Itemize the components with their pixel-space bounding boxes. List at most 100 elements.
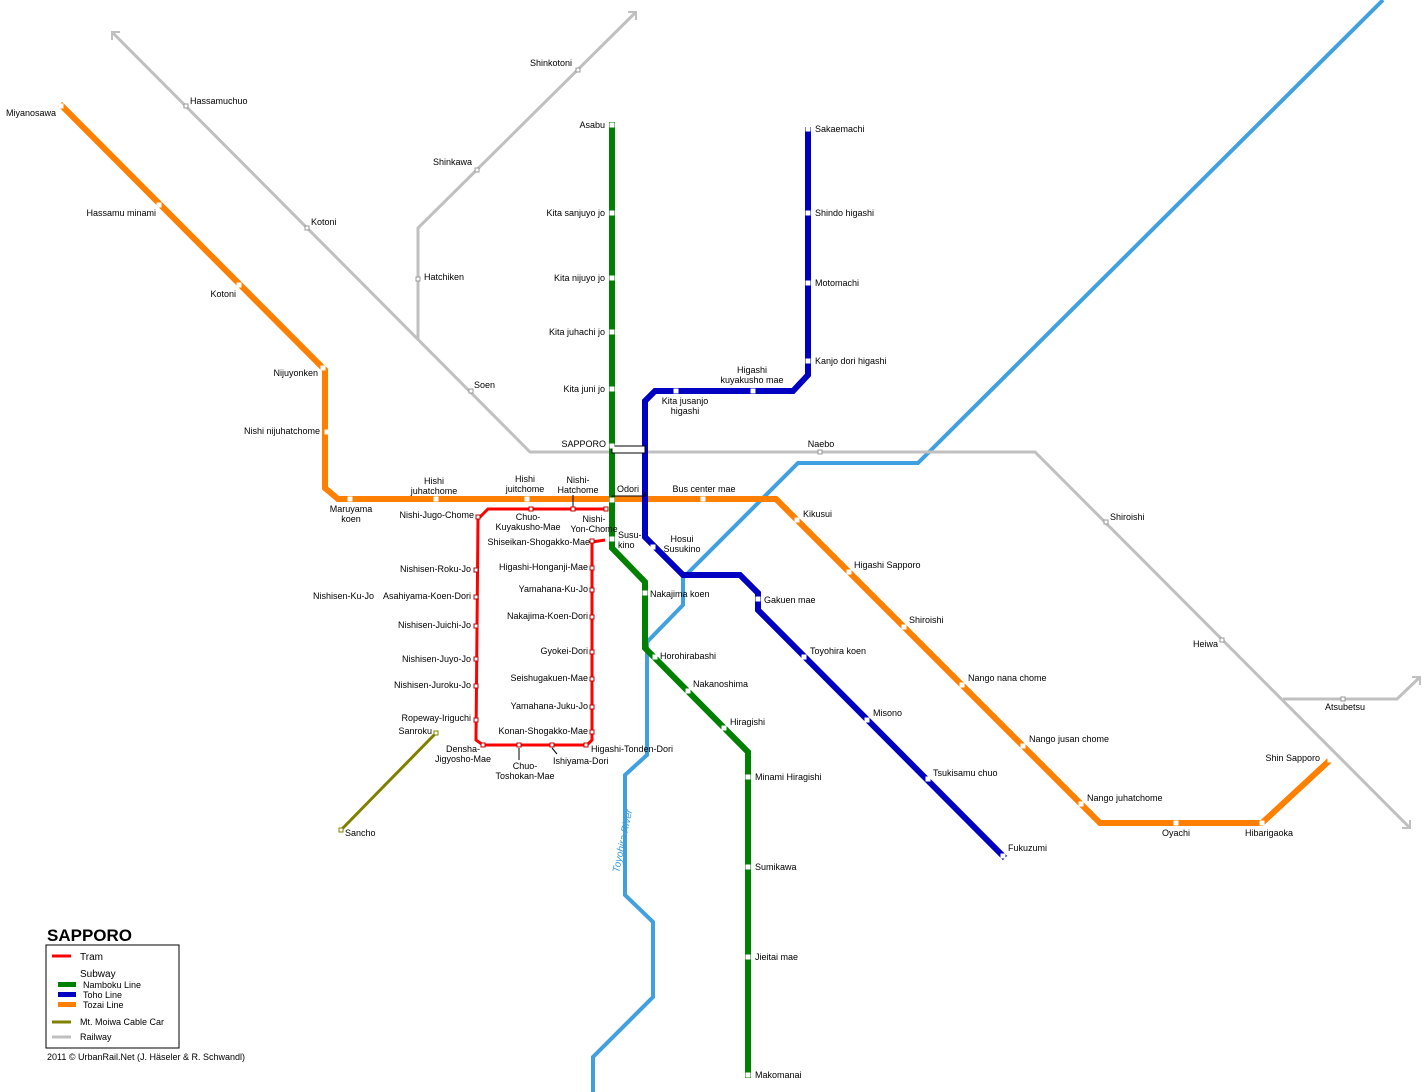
tram-station-marker-nishisen-juroku-jo [473, 683, 479, 689]
toyohira-river [591, 0, 1385, 1092]
tozai-station-marker-hishi-juhatchome [433, 496, 439, 502]
tram-station-marker-ishiyama-dori [549, 742, 555, 748]
legend-namboku-swatch [58, 982, 76, 987]
namboku-station-marker-kita-sanjuyo-jo [609, 210, 615, 216]
tram-station-label-nishisen-roku-jo: Nishisen-Roku-Jo [400, 564, 471, 574]
railway-station-marker-soen [468, 388, 474, 394]
credit: 2011 © UrbanRail.Net (J. Häseler & R. Sc… [47, 1052, 245, 1062]
railway-station-label-hatchiken: Hatchiken [424, 272, 464, 282]
cable-station-marker-sancho [338, 827, 344, 833]
arrow-nw [111, 31, 120, 40]
toho-station-label-sakaemachi: Sakaemachi [815, 124, 865, 134]
river-label: Toyohira River [611, 808, 635, 874]
toho-station-marker-toyohira-koen [801, 654, 807, 660]
cable-station-marker-sanroku [433, 730, 439, 736]
railway-line-chitose-branch [1283, 675, 1422, 701]
railway-station-marker-atsubetsu [1340, 696, 1346, 702]
namboku-station-marker-susu-kino [609, 536, 615, 542]
namboku-station-label-kita-nijuyo-jo: Kita nijuyo jo [554, 273, 605, 283]
railway-station-marker-naebo [817, 449, 823, 455]
legend-tozai-swatch [58, 1002, 76, 1007]
tram-station-marker-higashi-honganji-mae [589, 565, 595, 571]
toho-station-label-motomachi: Motomachi [815, 278, 859, 288]
tram-station-marker-nishisen-juyo-jo [473, 656, 479, 662]
tozai-station-label-shiroishi: Shiroishi [909, 615, 944, 625]
tram-station-label-nishi-yon-chome: Nishi-Yon-Chome [570, 514, 617, 534]
railway-station-label-kotoni: Kotoni [311, 217, 337, 227]
toho-station-label-tsukisamu-chuo: Tsukisamu chuo [933, 768, 998, 778]
railway-station-label-soen: Soen [474, 380, 495, 390]
tracks [57, 0, 1422, 1092]
tram-station-marker-konan-shogakko-mae [589, 729, 595, 735]
tozai-station-marker-nango-jusan-chome [1020, 743, 1026, 749]
map-title: SAPPORO [47, 926, 132, 945]
tozai-station-label-nishi-nijuhatchome: Nishi nijuhatchome [244, 426, 320, 436]
tram-station-label-nishisen-juroku-jo: Nishisen-Juroku-Jo [394, 680, 471, 690]
arrow-e [1412, 676, 1421, 685]
tram-station-marker-yamahana-ku-jo [589, 587, 595, 593]
namboku-station-marker-kita-nijuyo-jo [609, 275, 615, 281]
railway-station-marker-shinkotoni [575, 67, 581, 73]
tram-station-marker-nishi-jugo-chome [475, 514, 481, 520]
toho-station-marker-motomachi [805, 280, 811, 286]
tram-station-label-ishiyama-dori: Ishiyama-Dori [553, 756, 609, 766]
toho-station-marker-misono [864, 717, 870, 723]
tram-station-label-asahiyama-koen-dori: Asahiyama-Koen-Dori [383, 591, 471, 601]
namboku-station-label-sapporo: SAPPORO [561, 439, 606, 449]
cable-station-label-sanroku: Sanroku [398, 726, 432, 736]
tozai-station-marker-shin-sapporo [1327, 757, 1333, 763]
tram-station-label-higashi-tonden-dori: Higashi-Tonden-Dori [591, 744, 673, 754]
toho-station-marker-hosui-susukino [650, 544, 656, 550]
tram-station-label-chuo-toshokan-mae: Chuo-Toshokan-Mae [495, 761, 554, 781]
namboku-station-marker-horohirabashi [652, 654, 658, 660]
tozai-station-label-nango-juhatchome: Nango juhatchome [1087, 793, 1163, 803]
tram-station-label-densha-jigyosho-mae: Densha-Jigyosho-Mae [435, 744, 491, 764]
tozai-station-marker-shiroishi [901, 624, 907, 630]
stations [58, 67, 1346, 1078]
tozai-station-marker-maruyama-koen [347, 496, 353, 502]
namboku-station-label-asabu: Asabu [579, 120, 605, 130]
namboku-station-marker-odori [609, 497, 615, 503]
tram-station-marker-chuo-kuyakusho-mae [528, 506, 534, 512]
namboku-station-marker-kita-juni-jo [609, 386, 615, 392]
railway-station-label-shinkawa: Shinkawa [433, 157, 472, 167]
tram-station-label-nishi-jugo-chome: Nishi-Jugo-Chome [399, 510, 474, 520]
namboku-station-marker-minami-hiragishi [745, 774, 751, 780]
namboku-station-label-odori: Odori [617, 484, 639, 494]
tozai-station-marker-higashi-sapporo [846, 569, 852, 575]
tozai-station-label-kotoni: Kotoni [210, 289, 236, 299]
tram-station-marker-nishi-hatchome [570, 506, 576, 512]
tram-station-marker-nishisen-juichi-jo [473, 623, 479, 629]
tozai-station-marker-hassamu-minami [156, 202, 162, 208]
tram-station-marker-higashi-tonden-dori [583, 742, 589, 748]
railway-station-marker-kotoni [304, 225, 310, 231]
toho-station-label-shindo-higashi: Shindo higashi [815, 208, 874, 218]
legend-tozai: Tozai Line [83, 1000, 124, 1010]
toho-station-marker-kita-jusanjo-higashi [673, 388, 679, 394]
tram-station-marker-nakajima-koen-dori [589, 614, 595, 620]
tram-station-label-nishisen-ku-jo: Nishisen-Ku-Jo [313, 591, 374, 601]
tozai-station-label-hassamu-minami: Hassamu minami [86, 208, 156, 218]
railway-station-marker-shiroishi [1103, 519, 1109, 525]
tram-station-label-yamahana-juku-jo: Yamahana-Juku-Jo [511, 701, 588, 711]
tozai-station-marker-oyachi [1173, 820, 1179, 826]
toho-station-label-misono: Misono [873, 708, 902, 718]
namboku-station-label-sumikawa: Sumikawa [755, 862, 797, 872]
namboku-station-label-horohirabashi: Horohirabashi [660, 651, 716, 661]
namboku-station-marker-jieitai-mae [745, 954, 751, 960]
railway-station-label-heiwa: Heiwa [1193, 639, 1218, 649]
railway-station-marker-hatchiken [415, 276, 421, 282]
tram-station-label-chuo-kuyakusho-mae: Chuo-Kuyakusho-Mae [495, 512, 560, 532]
toho-station-label-toyohira-koen: Toyohira koen [810, 646, 866, 656]
namboku-station-marker-kita-juhachi-jo [609, 329, 615, 335]
toho-station-marker-fukuzumi [1000, 853, 1006, 859]
railway-station-marker-hassamuchuo [183, 103, 189, 109]
namboku-station-marker-nakanoshima [685, 688, 691, 694]
tram-station-marker-chuo-toshokan-mae [516, 742, 522, 748]
sapporo-station-connector [611, 445, 646, 454]
tozai-station-label-kikusui: Kikusui [803, 509, 832, 519]
cable-station-label-sancho: Sancho [345, 828, 376, 838]
